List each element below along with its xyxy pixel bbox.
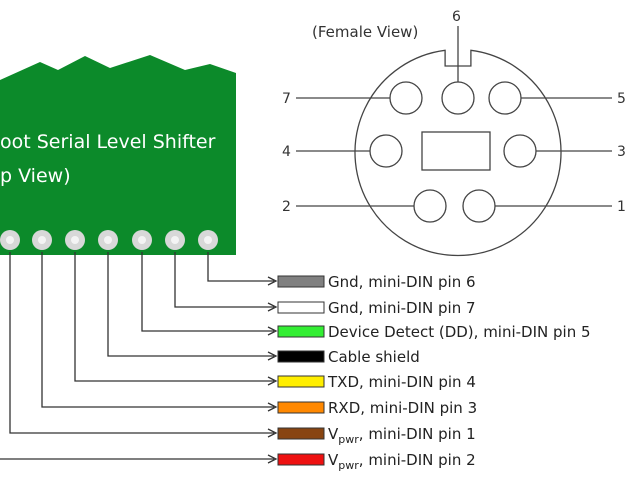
board-pads xyxy=(0,230,218,250)
pin-2-hole xyxy=(413,189,447,223)
wire-lead xyxy=(174,252,274,308)
wire-arrowhead xyxy=(267,326,278,336)
vpwr-rest: , mini-DIN pin 2 xyxy=(359,451,476,469)
legend-row-gnd-pin6: Gnd, mini-DIN pin 6 xyxy=(277,273,476,291)
legend-row-device-detect: Device Detect (DD), mini-DIN pin 5 xyxy=(277,323,591,341)
pin-3-hole xyxy=(503,134,537,168)
pin-5-number: 5 xyxy=(617,91,626,107)
vpwr-main: V xyxy=(328,451,339,469)
legend-row-gnd-pin7: Gnd, mini-DIN pin 7 xyxy=(277,299,476,317)
legend-label: Gnd, mini-DIN pin 7 xyxy=(328,299,476,317)
pin-7-hole xyxy=(389,81,423,115)
legend-label: Gnd, mini-DIN pin 6 xyxy=(328,273,476,291)
legend-label: Cable shield xyxy=(328,348,420,366)
wire-arrowhead xyxy=(267,376,278,386)
wire-swatch-gray xyxy=(277,275,325,288)
legend-label: Vpwr, mini-DIN pin 2 xyxy=(328,451,476,472)
level-shifter-board: oot Serial Level Shifter p View) xyxy=(0,55,236,255)
connector-view-label: (Female View) xyxy=(312,23,418,41)
wire-lead xyxy=(74,252,274,382)
solder-pad-hole xyxy=(171,236,179,244)
wire-lead xyxy=(107,252,274,357)
solder-pad-hole xyxy=(138,236,146,244)
vpwr-main: V xyxy=(328,425,339,443)
vpwr-rest: , mini-DIN pin 1 xyxy=(359,425,476,443)
solder-pad xyxy=(165,230,185,250)
board-shape xyxy=(0,55,236,255)
solder-pad-hole xyxy=(38,236,46,244)
pin-5-hole xyxy=(488,81,522,115)
legend-row-vpwr-pin1: Vpwr, mini-DIN pin 1 xyxy=(277,425,476,446)
solder-pad xyxy=(65,230,85,250)
legend-label: Device Detect (DD), mini-DIN pin 5 xyxy=(328,323,591,341)
wire-swatch-green xyxy=(277,325,325,338)
wire-swatch-black xyxy=(277,350,325,363)
pin-1-hole xyxy=(462,189,496,223)
wire-lead xyxy=(207,252,274,282)
pin-6-hole xyxy=(441,81,475,115)
wire-arrowhead xyxy=(267,402,278,412)
vpwr-sub: pwr xyxy=(338,459,359,472)
wire-leads xyxy=(0,252,278,464)
board-title-line1: oot Serial Level Shifter xyxy=(0,131,216,153)
board-title-line2: p View) xyxy=(0,165,71,187)
solder-pad xyxy=(132,230,152,250)
mini-din-connector: (Female View) 6 7 5 4 3 2 1 xyxy=(282,9,626,257)
pin-3-number: 3 xyxy=(617,144,626,160)
solder-pad-hole xyxy=(71,236,79,244)
solder-pad-hole xyxy=(6,236,14,244)
legend-label: RXD, mini-DIN pin 3 xyxy=(328,399,477,417)
legend-row-txd: TXD, mini-DIN pin 4 xyxy=(277,373,476,391)
solder-pad xyxy=(0,230,20,250)
pin-4-number: 4 xyxy=(282,144,291,160)
connector-shell xyxy=(354,49,562,257)
solder-pad-hole xyxy=(204,236,212,244)
wire-arrowhead xyxy=(267,351,278,361)
solder-pad xyxy=(32,230,52,250)
pin-6-number: 6 xyxy=(452,9,461,25)
wire-swatch-brown xyxy=(277,427,325,440)
wire-lead xyxy=(9,252,274,434)
legend-row-vpwr-pin2: Vpwr, mini-DIN pin 2 xyxy=(277,451,476,472)
solder-pad xyxy=(98,230,118,250)
wire-swatch-yellow xyxy=(277,375,325,388)
wire-color-legend: Gnd, mini-DIN pin 6 Gnd, mini-DIN pin 7 … xyxy=(277,273,591,472)
legend-row-cable-shield: Cable shield xyxy=(277,348,420,366)
wire-swatch-white xyxy=(277,301,325,314)
wire-swatch-orange xyxy=(277,401,325,414)
connector-center-key xyxy=(421,131,491,171)
legend-row-rxd: RXD, mini-DIN pin 3 xyxy=(277,399,477,417)
wire-arrowhead xyxy=(267,302,278,312)
wire-arrowhead xyxy=(267,276,278,286)
legend-label: TXD, mini-DIN pin 4 xyxy=(327,373,476,391)
solder-pad xyxy=(198,230,218,250)
legend-label: Vpwr, mini-DIN pin 1 xyxy=(328,425,476,446)
wire-arrowhead xyxy=(267,454,278,464)
pin-1-number: 1 xyxy=(617,199,626,215)
wire-swatch-red xyxy=(277,453,325,466)
wire-arrowhead xyxy=(267,428,278,438)
vpwr-sub: pwr xyxy=(338,433,359,446)
solder-pad-hole xyxy=(104,236,112,244)
pin-7-number: 7 xyxy=(282,91,291,107)
wire-lead xyxy=(41,252,274,408)
wire-lead xyxy=(141,252,274,332)
pin-4-hole xyxy=(369,134,403,168)
pin-2-number: 2 xyxy=(282,199,291,215)
